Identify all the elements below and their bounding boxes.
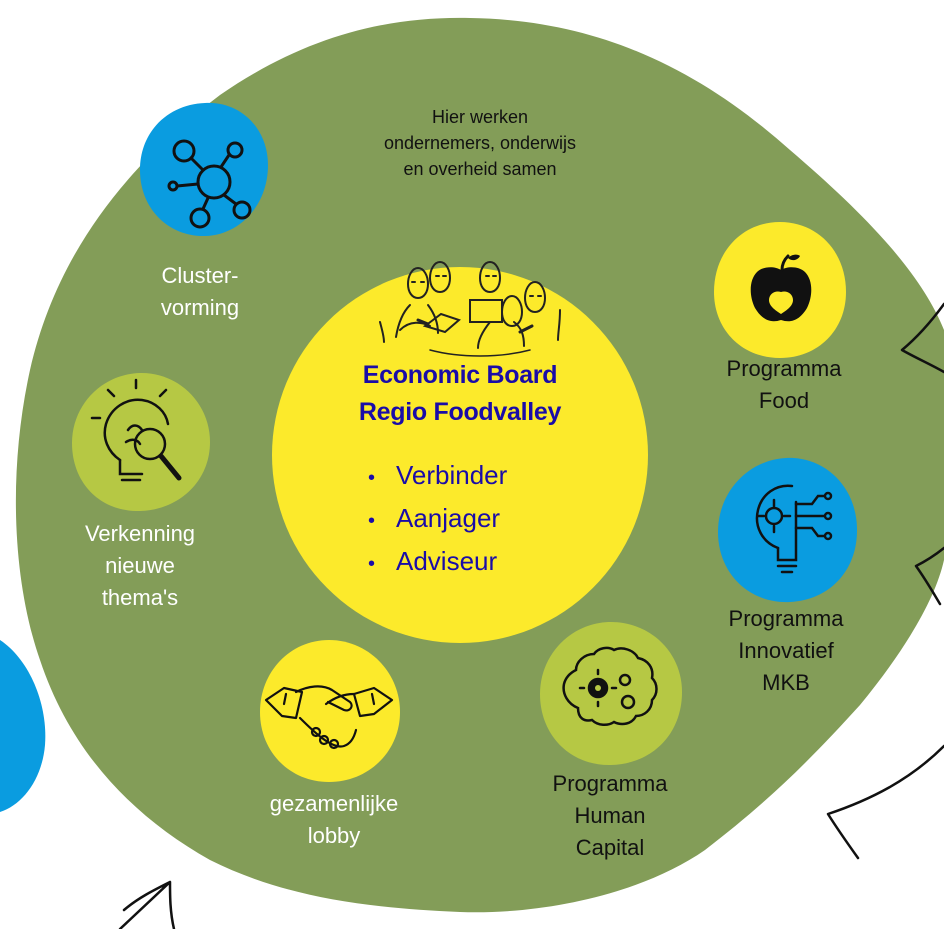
innovatief-circle: [718, 457, 858, 603]
food-label-line-2: Food: [758, 388, 810, 413]
handshake-icon: [264, 685, 394, 750]
arrow-icons: [118, 302, 944, 929]
lobby-circle: [260, 640, 400, 782]
lobby-label-line-2: lobby: [307, 823, 361, 848]
arrow-food-icon: [900, 302, 944, 374]
lightbulb-magnifier-icon: [90, 378, 182, 482]
human-capital-label: Programma Human Capital: [520, 768, 700, 864]
brain-gears-icon: [562, 646, 658, 726]
innovatief-label-line-1: Programma: [728, 606, 844, 631]
arrow-human-capital-icon: [826, 744, 944, 860]
human-capital-label-line-2: Human: [574, 803, 646, 828]
cluster-label-line-2: vorming: [160, 295, 240, 320]
meeting-people-icon: [379, 260, 561, 357]
role-item: Verbinder: [368, 455, 507, 498]
human-capital-label-line-1: Programma: [552, 771, 668, 796]
intro-line-3: en overheid samen: [403, 159, 557, 179]
innovatief-label-line-2: Innovatief: [738, 638, 834, 663]
verkenning-circle: [72, 372, 210, 512]
intro-text: Hier werken ondernemers, onderwijs en ov…: [330, 104, 630, 182]
board-title-line-1: Economic Board: [362, 361, 558, 389]
board-roles-list: Verbinder Aanjager Adviseur: [368, 455, 507, 584]
innovatief-label: Programma Innovatief MKB: [696, 603, 876, 699]
intro-line-2: ondernemers, onderwijs: [383, 133, 577, 153]
board-title: Economic Board Regio Foodvalley: [290, 357, 630, 431]
role-item: Adviseur: [368, 541, 507, 584]
verkenning-label-line-1: Verkenning: [84, 521, 196, 546]
verkenning-label-line-3: thema's: [101, 585, 179, 610]
verkenning-label: Verkenning nieuwe thema's: [60, 518, 220, 614]
apple-icon: [750, 254, 812, 322]
network-icon: [167, 139, 252, 229]
arrow-innovatief-icon: [914, 546, 944, 606]
cluster-label: Cluster- vorming: [120, 260, 280, 324]
lobby-label: gezamenlijke lobby: [244, 788, 424, 852]
food-label-line-1: Programma: [726, 356, 842, 381]
innovatief-label-line-3: MKB: [762, 670, 810, 695]
lightbulb-circuit-icon: [755, 484, 833, 574]
intro-line-1: Hier werken: [431, 107, 529, 127]
board-title-line-2: Regio Foodvalley: [358, 398, 562, 426]
human-capital-label-line-3: Capital: [575, 835, 645, 860]
food-label: Programma Food: [694, 353, 874, 417]
verkenning-label-line-2: nieuwe: [105, 553, 175, 578]
cluster-label-line-1: Cluster-: [161, 263, 239, 288]
blue-partial-circle: [0, 640, 46, 812]
human-capital-circle: [540, 622, 682, 766]
lobby-label-line-1: gezamenlijke: [269, 791, 399, 816]
role-item: Aanjager: [368, 498, 507, 541]
arrow-bottom-icon: [118, 880, 176, 929]
